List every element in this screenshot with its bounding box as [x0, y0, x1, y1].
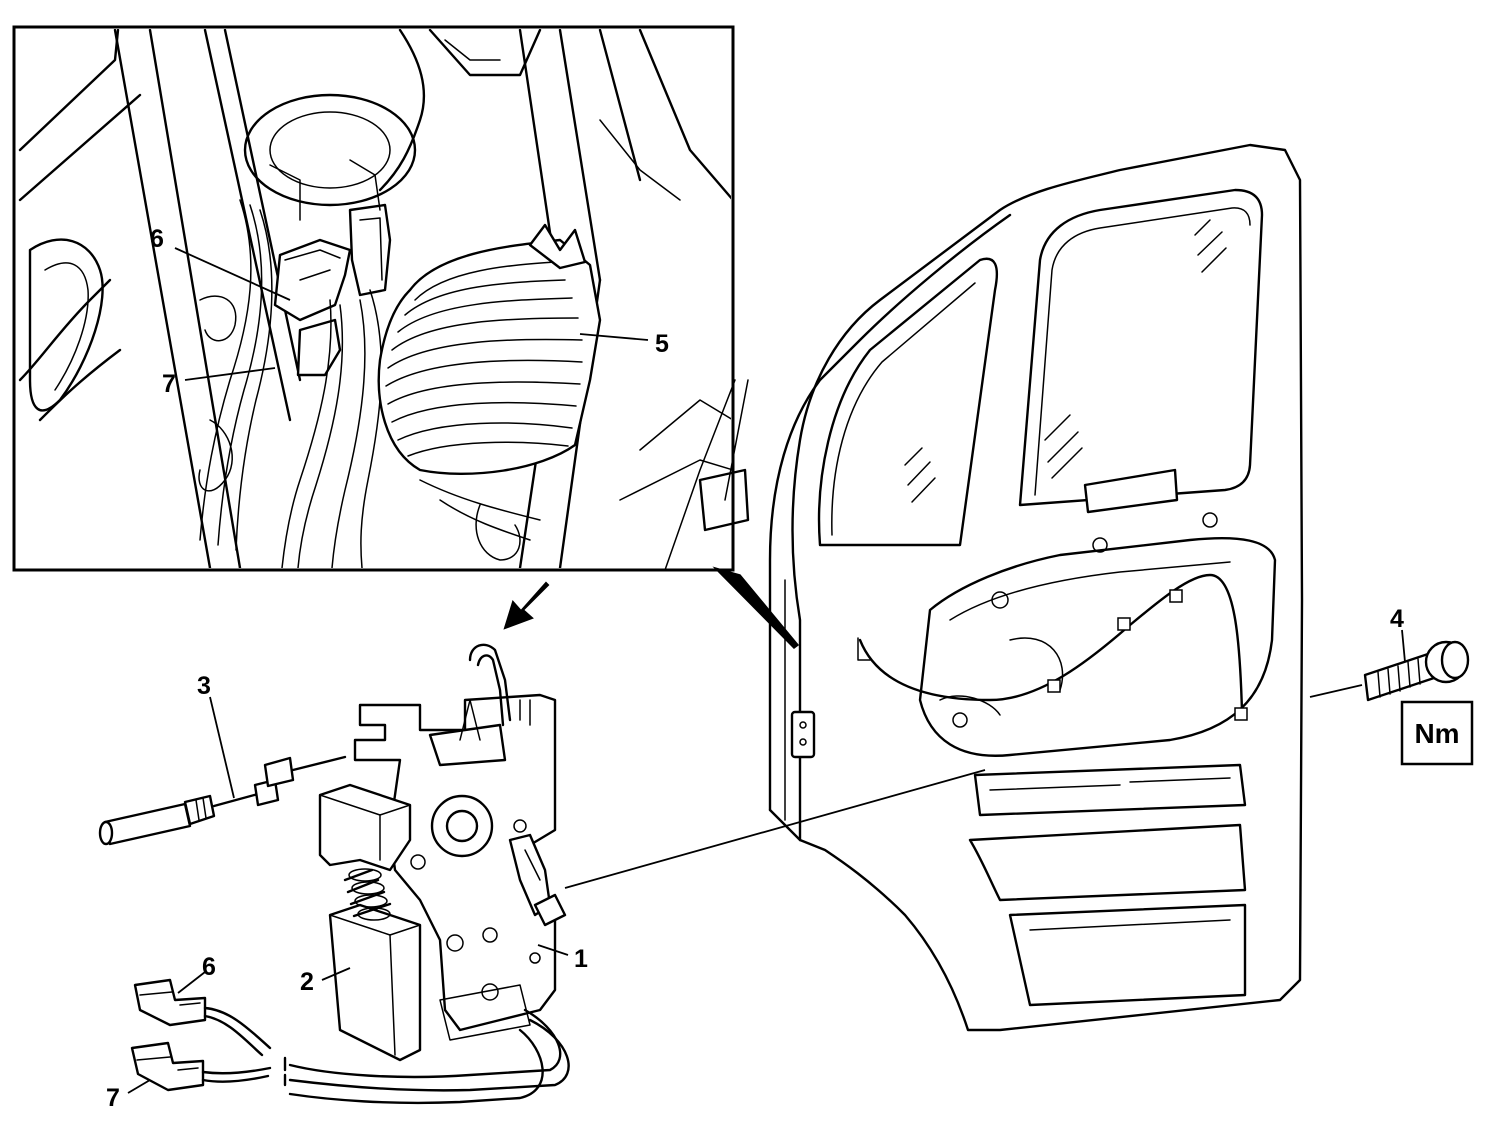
release-cable	[98, 696, 347, 846]
torque-spec-box: Nm	[1400, 700, 1474, 766]
door-assembly	[664, 143, 1304, 1032]
inset-detail-view	[12, 25, 735, 572]
callout-part-4: 4	[1390, 605, 1404, 633]
callout-part-3: 3	[197, 672, 211, 700]
view-arrow	[503, 581, 550, 630]
callout-part-7: 7	[106, 1084, 120, 1112]
inset-frame	[12, 25, 735, 572]
callout-inset-5: 5	[655, 330, 669, 358]
arrow-down-left-icon	[503, 581, 550, 630]
leader-1	[537, 944, 569, 956]
connector-6	[133, 978, 272, 1057]
leader-2	[321, 967, 351, 981]
callout-part-6: 6	[202, 953, 216, 981]
bolt	[1309, 629, 1470, 702]
connector-7	[130, 1041, 272, 1092]
callout-part-2: 2	[300, 968, 314, 996]
callout-part-1: 1	[574, 945, 588, 973]
leader-7	[127, 1079, 151, 1094]
callout-inset-6: 6	[150, 225, 164, 253]
detail-pointer	[712, 566, 800, 649]
corrugated-boot	[377, 223, 602, 475]
door-attach-leader	[564, 769, 986, 889]
pointer-triangle-icon	[712, 566, 800, 649]
callout-inset-7: 7	[162, 370, 176, 398]
leader-6	[177, 971, 206, 994]
latch-assembly	[283, 643, 570, 1105]
torque-unit-label: Nm	[1414, 718, 1459, 749]
